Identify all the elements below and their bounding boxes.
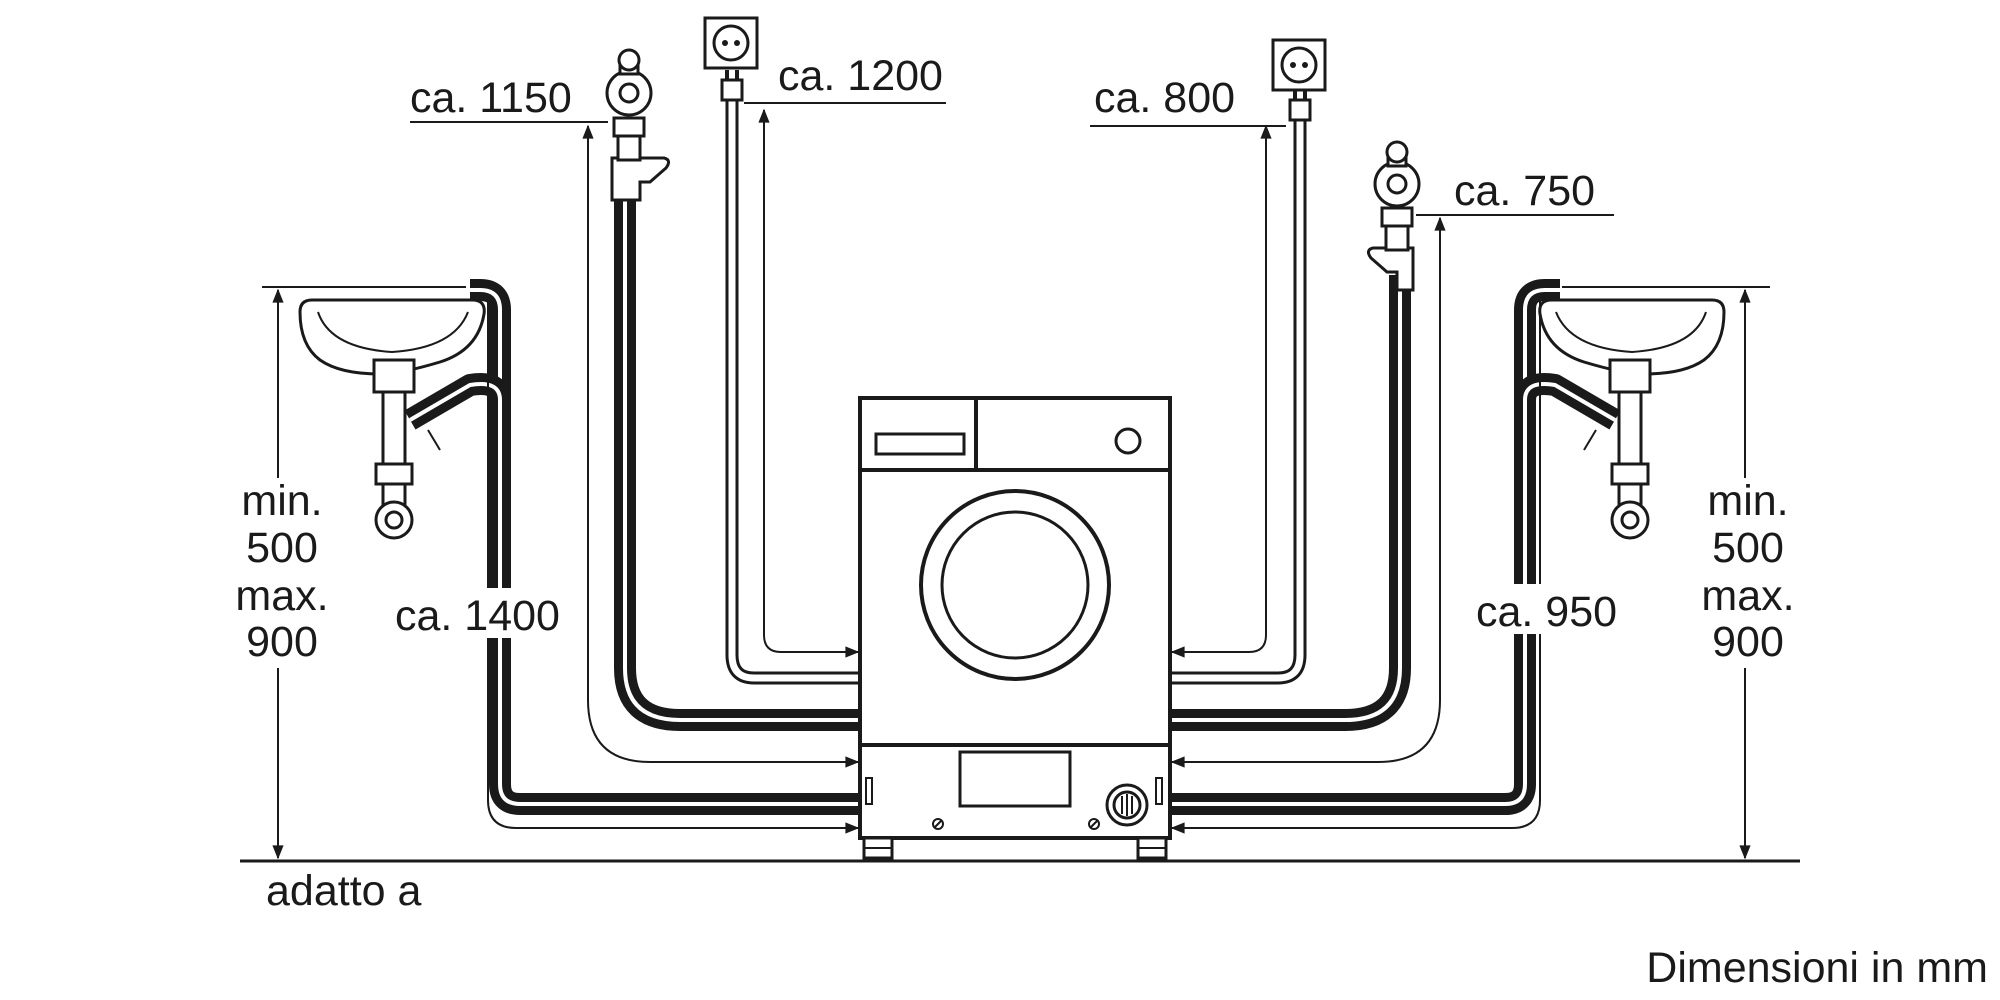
- program-knob: [1114, 427, 1142, 455]
- left-height-min-value: 500: [246, 524, 318, 572]
- right-inlet-length-label: ca. 750: [1454, 167, 1595, 215]
- left-inlet-hose: [614, 185, 862, 731]
- right-height-min-value: 500: [1712, 524, 1784, 572]
- left-height-max-label: max.: [235, 572, 328, 620]
- left-power-plug: [720, 70, 744, 102]
- left-height-max-value: 900: [246, 618, 318, 666]
- left-power-socket-icon: [703, 16, 759, 70]
- right-height-max-value: 900: [1712, 618, 1784, 666]
- left-water-tap-icon: [605, 48, 671, 202]
- dim-arrow-right-inlet: [1170, 216, 1446, 768]
- left-cable-length-label: ca. 1200: [778, 52, 943, 100]
- right-inlet-hose: [1170, 275, 1411, 731]
- dim-arrow-left-drain: [487, 300, 860, 834]
- right-power-plug: [1288, 90, 1312, 122]
- service-flap: [958, 750, 1072, 808]
- right-cable-length-label: ca. 800: [1094, 74, 1235, 122]
- right-height-max-label: max.: [1701, 572, 1794, 620]
- door-glass: [940, 510, 1090, 660]
- dim-arrow-right-drain: [1170, 300, 1541, 834]
- left-sink: [298, 298, 486, 540]
- detergent-drawer: [874, 432, 966, 456]
- dim-arrow-left-cable: [758, 108, 860, 658]
- left-inlet-length-label: ca. 1150: [410, 74, 572, 122]
- dim-arrow-left-inlet: [582, 124, 860, 768]
- left-power-cable: [725, 95, 860, 685]
- floor-note: adatto a: [266, 867, 421, 915]
- right-water-tap-icon: [1366, 140, 1421, 292]
- right-power-socket-icon: [1271, 38, 1327, 92]
- dim-arrow-right-cable: [1170, 124, 1272, 658]
- units-note: Dimensioni in mm: [1646, 944, 1988, 992]
- right-power-cable: [1170, 112, 1307, 685]
- right-height-min-label: min.: [1707, 477, 1788, 525]
- right-sink: [1538, 298, 1726, 540]
- left-drain-length-label: ca. 1400: [395, 592, 560, 640]
- right-drain-length-label: ca. 950: [1476, 588, 1617, 636]
- washing-machine: [858, 396, 1172, 860]
- left-height-min-label: min.: [241, 477, 322, 525]
